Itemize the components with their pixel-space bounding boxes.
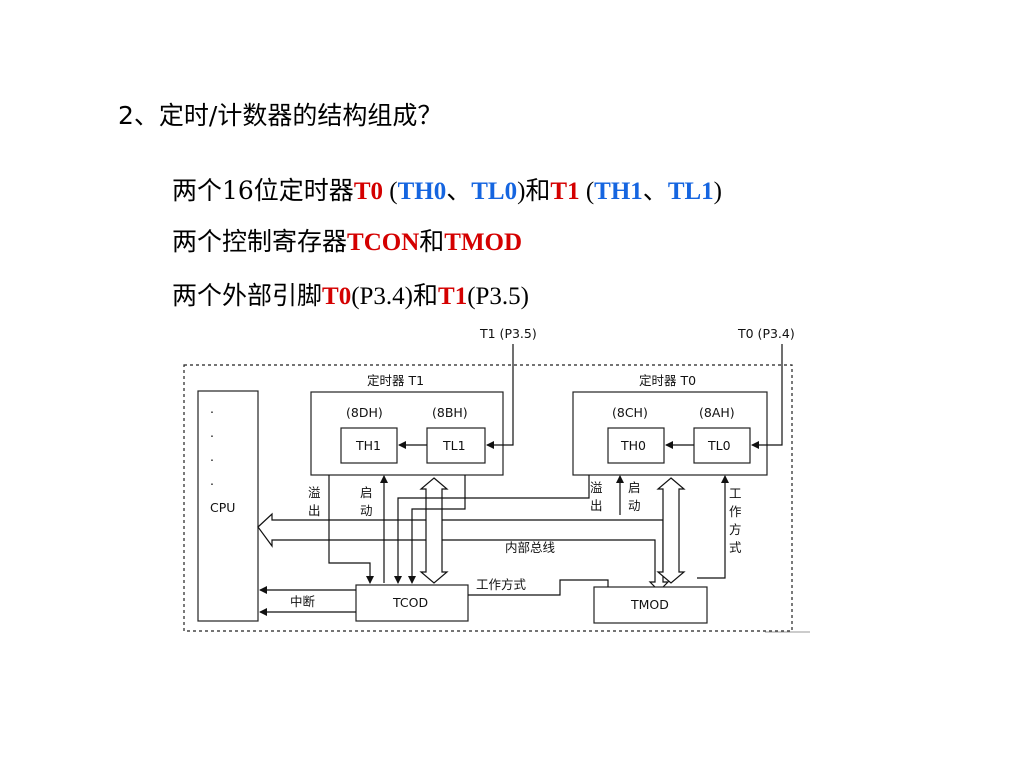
line3-p34: (P3.4)和 xyxy=(351,283,439,310)
cpu-box xyxy=(197,390,259,622)
start0-label-2: 动 xyxy=(628,498,641,513)
t1-overflow-line xyxy=(328,475,374,584)
tcon-keyword: TCON xyxy=(347,229,420,256)
cpu-dot: . xyxy=(210,473,214,488)
bus-t0-arrow xyxy=(656,477,686,584)
line2-text: 两个控制寄存器 xyxy=(172,227,348,256)
line2-and: 和 xyxy=(419,227,445,256)
line1-separator2: 、 xyxy=(642,176,668,205)
timer0-box xyxy=(572,391,768,476)
mode-vertical-1: 工 xyxy=(729,486,742,501)
tl0-register xyxy=(693,427,751,464)
th1-keyword: TH1 xyxy=(594,178,643,205)
slide-heading: 2、定时/计数器的结构组成？ xyxy=(118,101,443,130)
line1-text: 两个16位定时器 xyxy=(172,176,354,205)
line1-paren2: ( xyxy=(579,178,595,205)
pin-t1-label: T1 (P3.5) xyxy=(479,326,537,341)
overflow0-label-2: 出 xyxy=(590,498,603,513)
t1-mode-line xyxy=(408,475,466,584)
cpu-dot: . xyxy=(210,449,214,464)
pin-t0-label: T0 (P3.4) xyxy=(737,326,795,341)
line3-p35: (P3.5) xyxy=(467,283,530,310)
chip-boundary xyxy=(183,364,793,632)
tmod-keyword: TMOD xyxy=(444,229,523,256)
t1-keyword: T1 xyxy=(550,178,580,205)
cpu-label: CPU xyxy=(210,500,235,515)
start1-label-2: 动 xyxy=(360,503,373,518)
th0-address: (8CH) xyxy=(612,405,648,420)
line3-text: 两个外部引脚 xyxy=(172,281,323,310)
pin-t1-line xyxy=(486,344,514,449)
th0-keyword: TH0 xyxy=(397,178,447,205)
mode-vertical-3: 方 xyxy=(729,522,742,537)
mode-label: 工作方式 xyxy=(476,577,527,592)
text-line-timers: 两个16位定时器T0 (TH0、TL0)和T1 (TH1、TL1) xyxy=(172,171,722,207)
th1-address: (8DH) xyxy=(346,405,383,420)
th0-register xyxy=(607,427,665,464)
overflow1-label-2: 出 xyxy=(308,503,321,518)
t0-keyword: T0 xyxy=(353,178,383,205)
tl1-address: (8BH) xyxy=(432,405,468,420)
timer0-label: 定时器 T0 xyxy=(639,373,696,388)
start1-label-1: 启 xyxy=(360,485,373,500)
timer1-box xyxy=(310,391,504,476)
text-line-registers: 两个控制寄存器TCON和TMOD xyxy=(172,222,522,258)
tcon-box xyxy=(355,584,469,622)
t0-pin-keyword: T0 xyxy=(322,283,352,310)
interrupt-label: 中断 xyxy=(290,594,315,609)
tl0-address: (8AH) xyxy=(699,405,735,420)
bus-t1-arrow xyxy=(419,477,449,584)
overflow0-label-1: 溢 xyxy=(590,480,603,495)
th1-label: TH1 xyxy=(355,438,381,453)
tl1-label: TL1 xyxy=(442,438,466,453)
mode-vertical-2: 作 xyxy=(729,504,742,519)
tl0-keyword: TL0 xyxy=(471,178,518,205)
tmod-box xyxy=(593,586,708,624)
overflow1-label-1: 溢 xyxy=(308,485,321,500)
start0-label-1: 启 xyxy=(628,480,641,495)
tl1-register xyxy=(426,427,486,464)
tmod-label: TMOD xyxy=(630,597,669,612)
t1-pin-keyword: T1 xyxy=(438,283,468,310)
cpu-dot: . xyxy=(210,401,214,416)
line1-and: )和 xyxy=(517,178,551,205)
line1-close: ) xyxy=(713,178,722,205)
tcon-label: TCOD xyxy=(392,595,428,610)
line1-paren: ( xyxy=(383,178,398,205)
mode-vertical-4: 式 xyxy=(729,540,742,555)
timer1-label: 定时器 T1 xyxy=(367,373,424,388)
th1-register xyxy=(340,427,398,464)
line1-separator: 、 xyxy=(446,176,472,205)
tl1-keyword: TL1 xyxy=(667,178,714,205)
mode-line xyxy=(468,579,609,596)
internal-bus-label: 内部总线 xyxy=(505,540,556,555)
pin-t0-line xyxy=(751,344,783,449)
cpu-dot: . xyxy=(210,425,214,440)
tl0-label: TL0 xyxy=(707,438,731,453)
text-line-pins: 两个外部引脚T0(P3.4)和T1(P3.5) xyxy=(172,276,529,312)
t0-mode-line xyxy=(697,475,729,579)
th0-label: TH0 xyxy=(620,438,646,453)
t0-overflow-line xyxy=(394,475,590,584)
